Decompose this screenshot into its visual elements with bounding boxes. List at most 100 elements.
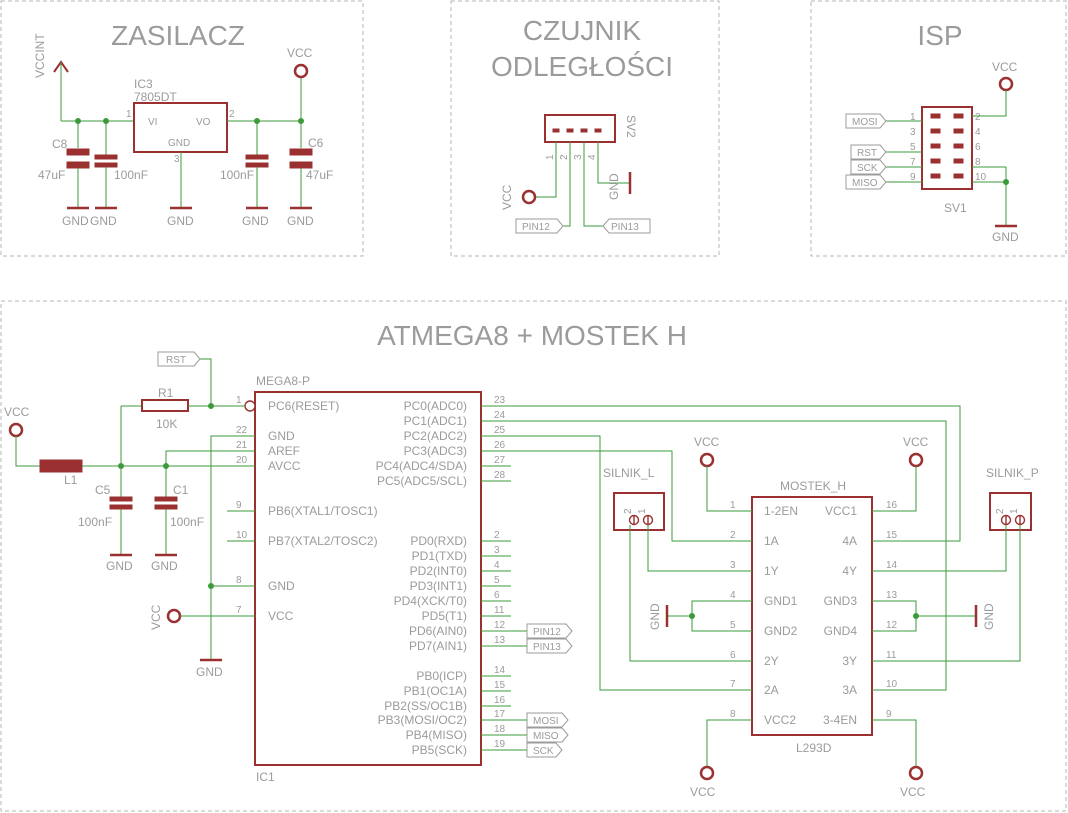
silnik-p-pin2: 2: [995, 508, 1006, 514]
bridge-left-label: 1-2EN: [764, 504, 798, 518]
mcu-right-label: PD0(RXD): [410, 534, 467, 548]
mcu-left-label: AVCC: [268, 459, 301, 473]
mcu-left-label: AREF: [268, 444, 300, 458]
sv2-connector: [544, 114, 616, 143]
bridge-left-label: 1Y: [764, 564, 779, 578]
sv1-name: SV1: [944, 201, 967, 215]
mcu-vcc-label: VCC: [149, 604, 163, 630]
silnik-p-connector: [989, 492, 1032, 531]
svg-text:5: 5: [910, 142, 916, 153]
bridge-left-label: 1A: [764, 534, 779, 548]
mcu-right-label: PB5(SCK): [412, 743, 467, 757]
sv2-pin1: 1: [545, 154, 556, 160]
mcu-right-pin-19: 19 PB5(SCK): [412, 739, 527, 757]
c1-value: 100nF: [170, 515, 204, 529]
svg-text:6: 6: [975, 142, 981, 153]
silnik-l-pin2: 2: [623, 508, 634, 514]
silnik-l-pin1: 1: [637, 508, 648, 514]
bridge-name: MOSTEK_H: [780, 479, 846, 493]
svg-text:4: 4: [730, 590, 736, 601]
svg-text:14: 14: [886, 560, 898, 571]
isp-vcc-label: VCC: [992, 60, 1018, 74]
isp-sck-tag: SCK: [857, 163, 878, 174]
bridge-vcc-1-label: VCC: [694, 435, 720, 449]
silnik-p-label: SILNIK_P: [986, 466, 1039, 480]
bridge-right-label: 3A: [842, 683, 857, 697]
svg-text:14: 14: [494, 665, 506, 676]
frame-zasilacz: [0, 0, 364, 257]
c6-value: 47uF: [306, 168, 333, 182]
svg-text:3: 3: [494, 545, 500, 556]
bridge-vcc-8-label: VCC: [690, 785, 716, 799]
svg-text:28: 28: [494, 470, 506, 481]
c8-value: 47uF: [38, 168, 65, 182]
title-zasilacz: ZASILACZ: [111, 20, 245, 51]
r1-value: 10K: [156, 417, 177, 431]
c-100n-right-gnd: GND: [242, 214, 269, 228]
svg-text:10: 10: [236, 530, 248, 541]
sensor-gnd-label: GND: [607, 173, 621, 200]
bridge-gnd-right-label: GND: [982, 603, 996, 630]
mcu-left-pin-1: 1 PC6(RESET): [227, 395, 339, 413]
c8-gnd-label: GND: [62, 214, 89, 228]
isp-rst-tag: RST: [857, 148, 877, 159]
mcu-miso-tag: MISO: [533, 731, 559, 742]
frame-main: [0, 300, 1067, 812]
sv1-connector: [921, 106, 973, 190]
svg-text:16: 16: [494, 695, 506, 706]
c8-label: C8: [52, 137, 68, 151]
mcu-right-label: PB4(MISO): [406, 728, 467, 742]
svg-text:19: 19: [494, 739, 506, 750]
svg-text:21: 21: [236, 440, 248, 451]
mcu-right-label: PC2(ADC2): [404, 429, 467, 443]
mcu-pin12-tag: PIN12: [533, 627, 561, 638]
power-supply-section: VCCINT C8 47uF GND 100nF GND IC3 7805DT …: [33, 33, 333, 228]
svg-text:18: 18: [494, 724, 506, 735]
mcu-right-label: PD5(T1): [422, 609, 467, 623]
c1-gnd-label: GND: [151, 559, 178, 573]
svg-text:10: 10: [975, 172, 987, 183]
mcu-left-label: PB7(XTAL2/TOSC2): [268, 534, 378, 548]
frame-czujnik: [450, 0, 720, 257]
mcu-right-label: PC4(ADC4/SDA): [376, 459, 467, 473]
sensor-pin12-tag: PIN12: [522, 222, 550, 233]
svg-text:11: 11: [886, 650, 897, 661]
mcu-rst-tag: RST: [166, 355, 186, 366]
svg-text:24: 24: [494, 410, 506, 421]
ic3-pin3: 3: [174, 154, 180, 165]
mcu-left-label: VCC: [268, 609, 294, 623]
mcu-left-label: PC6(RESET): [268, 399, 339, 413]
c-100n-left-gnd: GND: [90, 214, 117, 228]
svg-text:1: 1: [236, 395, 242, 406]
ic3-name: IC3: [134, 77, 153, 91]
svg-text:7: 7: [910, 157, 916, 168]
svg-text:20: 20: [236, 455, 248, 466]
mcu-right-label: PD1(TXD): [412, 549, 467, 563]
ic3-gnd-label: GND: [167, 214, 194, 228]
bridge-left-label: 2A: [764, 683, 779, 697]
frame-isp: [810, 0, 1067, 257]
mcu-left-label: GND: [268, 579, 295, 593]
svg-text:1: 1: [910, 112, 916, 123]
c6-label: C6: [308, 136, 324, 150]
mcu-right-label: PC0(ADC0): [404, 399, 467, 413]
bridge-left-label: 2Y: [764, 654, 779, 668]
svg-text:16: 16: [886, 500, 898, 511]
